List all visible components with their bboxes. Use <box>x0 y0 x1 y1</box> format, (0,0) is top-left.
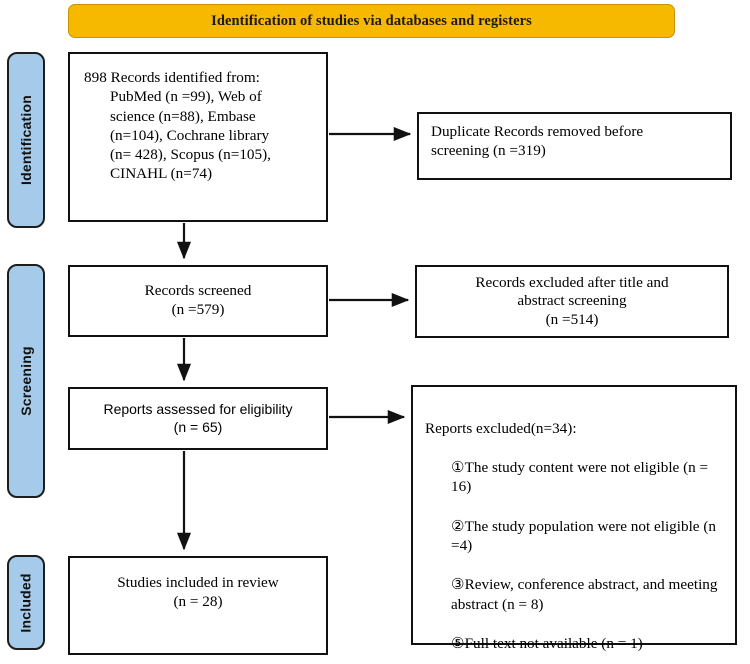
stage-chip-identification: Identification <box>7 52 45 228</box>
reports-excluded-item-1: ①The study content were not eligible (n … <box>451 458 709 496</box>
box-records-identified: 898 Records identified from: PubMed (n =… <box>68 52 328 222</box>
box-duplicates-removed: Duplicate Records removed before screeni… <box>417 112 732 180</box>
reports-excluded-intro: Reports excluded(n=34): <box>425 419 577 437</box>
box-records-excluded: Records excluded after title and abstrac… <box>415 265 729 338</box>
diagram-header-banner: Identification of studies via databases … <box>68 4 675 38</box>
box-reports-excluded-text: Reports excluded(n=34): ①The study conte… <box>425 399 727 664</box>
box-records-screened-text: Records screened (n =579) <box>144 282 252 318</box>
stage-chip-screening: Screening <box>7 264 45 498</box>
stage-label-identification: Identification <box>18 95 35 185</box>
box-reports-excluded: Reports excluded(n=34): ①The study conte… <box>411 385 737 652</box>
box-reports-assessed-for-eligibility: Reports assessed for eligibility (n = 65… <box>68 387 328 450</box>
stage-label-screening: Screening <box>18 346 34 416</box>
stage-label-included: Included <box>18 572 35 633</box>
box-studies-included-in-review: Studies included in review (n = 28) <box>68 556 328 655</box>
box-reports-assessed-text: Reports assessed for eligibility (n = 65… <box>103 401 293 435</box>
reports-excluded-item-2: ②The study population were not eligible … <box>451 517 716 555</box>
stage-chip-included: Included <box>7 555 45 650</box>
box-records-screened: Records screened (n =579) <box>68 265 328 337</box>
header-title: Identification of studies via databases … <box>211 12 532 29</box>
box-records-excluded-text: Records excluded after title and abstrac… <box>475 273 669 328</box>
reports-excluded-item-3: ③Review, conference abstract, and meetin… <box>451 576 718 614</box>
box-studies-included-text: Studies included in review (n = 28) <box>117 573 279 610</box>
box-duplicates-removed-text: Duplicate Records removed before screeni… <box>431 123 644 159</box>
reports-excluded-item-4: ⑤Full text not available (n = 1) <box>451 635 643 653</box>
box-records-identified-text: 898 Records identified from: PubMed (n =… <box>84 69 271 183</box>
